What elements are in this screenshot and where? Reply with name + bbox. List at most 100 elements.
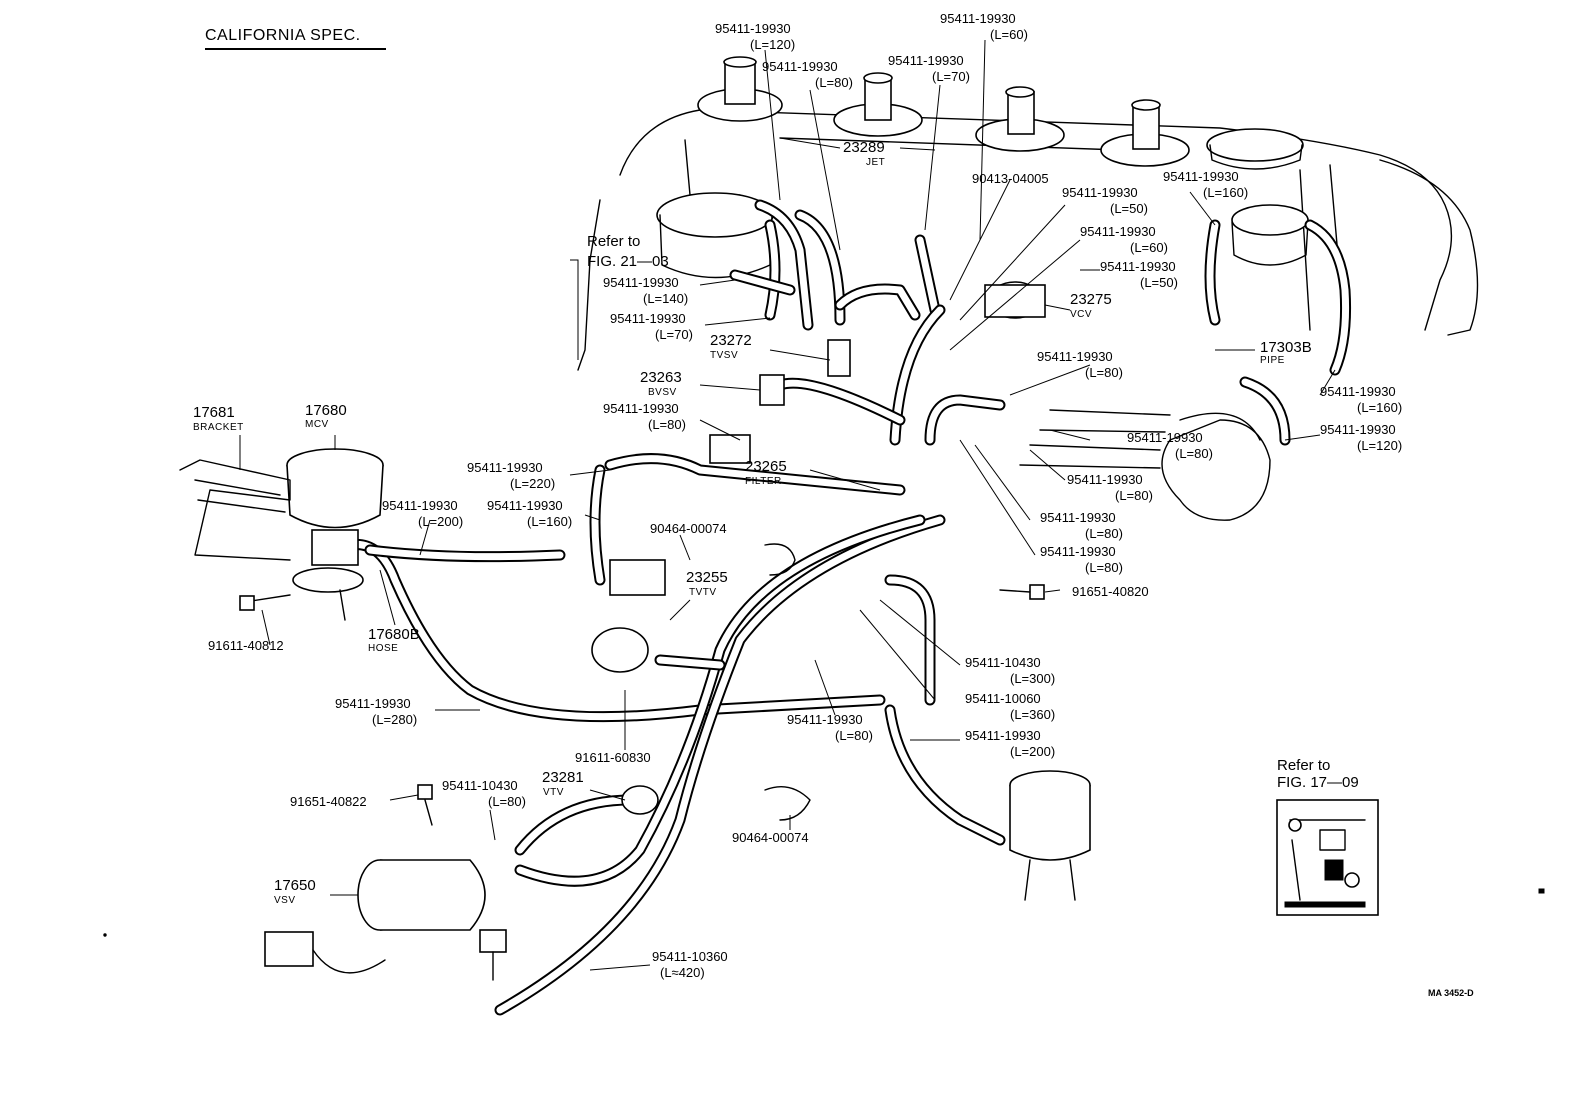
part-label-sub: (L=80) <box>1085 526 1123 541</box>
ref-fig-17-09-line2: FIG. 17—09 <box>1277 774 1359 791</box>
part-label-sub: HOSE <box>368 643 399 654</box>
part-label-sub: MCV <box>305 419 329 430</box>
part-label-sub: (L=300) <box>1010 671 1056 686</box>
part-label-sub: (L=80) <box>648 417 686 432</box>
vacuum-port-domes <box>656 56 1309 279</box>
part-label-no: 95411-19930 <box>610 311 686 326</box>
ref-fig-21-03-line1: Refer to <box>587 233 641 250</box>
part-label-sub: FILTER <box>745 476 782 487</box>
part-label-no: 95411-19930 <box>1040 544 1116 559</box>
part-label-sub: (L=280) <box>372 712 418 727</box>
part-label-sub: (L=50) <box>1110 201 1148 216</box>
part-label-sub: VSV <box>274 895 296 906</box>
part-label-sub: TVSV <box>710 350 739 361</box>
part-label-no: 95411-19930 <box>382 498 458 513</box>
engine-block-outline <box>577 109 1479 521</box>
part-label-no: 95411-19930 <box>1320 422 1396 437</box>
part-label-no: 95411-19930 <box>487 498 563 513</box>
part-label-no: 17680 <box>305 402 347 419</box>
ref-box-fig-17-09 <box>1276 799 1379 916</box>
part-label-sub: (L=120) <box>750 37 796 52</box>
part-label-no: 95411-19930 <box>1100 259 1176 274</box>
part-label-no: 95411-19930 <box>965 728 1041 743</box>
part-label-sub: JET <box>866 157 886 168</box>
part-label-no: 95411-19930 <box>1037 349 1113 364</box>
part-label-sub: (L=80) <box>1115 488 1153 503</box>
part-label-no: 95411-19930 <box>1163 169 1239 184</box>
part-label-no: 95411-10430 <box>965 655 1041 670</box>
part-label-no: 23265 <box>745 458 787 475</box>
part-label-sub: (L=80) <box>815 75 853 90</box>
part-label-no: 91611-40812 <box>208 638 284 653</box>
part-label-sub: (L=60) <box>990 27 1028 42</box>
part-label-sub: (L=80) <box>835 728 873 743</box>
part-label-no: 23275 <box>1070 291 1112 308</box>
part-label-no: 17681 <box>193 404 235 421</box>
part-label-sub: BVSV <box>648 387 677 398</box>
part-label-sub: PIPE <box>1260 355 1285 366</box>
part-label-no: 91651-40820 <box>1072 584 1149 599</box>
ref-fig-21-03-line2: FIG. 21—03 <box>587 253 669 270</box>
part-label-sub: (L=160) <box>527 514 573 529</box>
part-label-sub: (L=60) <box>1130 240 1168 255</box>
part-label-no: 95411-19930 <box>940 11 1016 26</box>
part-label-sub: (L=200) <box>1010 744 1056 759</box>
part-label-no: 95411-19930 <box>1067 472 1143 487</box>
part-label-no: 95411-10360 <box>652 949 728 964</box>
ref-bracket-fig-21-03 <box>570 259 579 360</box>
part-label-no: 95411-19930 <box>1080 224 1156 239</box>
part-label-no: 95411-19930 <box>467 460 543 475</box>
part-label-no: 95411-19930 <box>603 401 679 416</box>
part-label-sub: (L=80) <box>1085 365 1123 380</box>
part-label-no: 23263 <box>640 369 682 386</box>
part-label-no: 95411-19930 <box>762 59 838 74</box>
part-label-no: 91611-60830 <box>575 750 651 765</box>
part-label-sub: (L=200) <box>418 514 464 529</box>
part-label-sub: (L=80) <box>488 794 526 809</box>
part-label-no: 91651-40822 <box>290 794 367 809</box>
part-label-no: 95411-19930 <box>1320 384 1396 399</box>
part-label-no: 95411-19930 <box>1040 510 1116 525</box>
part-label-no: 17303B <box>1260 339 1312 356</box>
part-label-sub: (L=140) <box>643 291 689 306</box>
part-label-no: 95411-19930 <box>335 696 411 711</box>
part-label-no: 23272 <box>710 332 752 349</box>
part-label-sub: (L≈420) <box>660 965 705 980</box>
part-label-no: 90464-00074 <box>732 830 809 845</box>
leader-lines <box>239 39 1336 971</box>
vacuum-hoses <box>344 199 1352 1016</box>
drawing-code: MA 3452-D <box>1428 988 1474 998</box>
part-label-no: 95411-19930 <box>715 21 791 36</box>
part-label-sub: VTV <box>543 787 564 798</box>
part-label-sub: (L=220) <box>510 476 556 491</box>
components <box>103 281 1545 981</box>
part-label-no: 95411-10430 <box>442 778 518 793</box>
part-label-sub: (L=160) <box>1203 185 1249 200</box>
part-label-no: 90464-00074 <box>650 521 727 536</box>
part-label-no: 23289 <box>843 139 885 156</box>
ref-fig-17-09-line1: Refer to <box>1277 757 1331 774</box>
part-label-no: 17650 <box>274 877 316 894</box>
part-label-no: 23255 <box>686 569 728 586</box>
page-title: CALIFORNIA SPEC. <box>205 27 361 44</box>
part-label-no: 17680B <box>368 626 420 643</box>
part-label-no: 95411-19930 <box>603 275 679 290</box>
part-label-sub: (L=360) <box>1010 707 1056 722</box>
part-label-sub: (L=80) <box>1175 446 1213 461</box>
part-label-no: 23281 <box>542 769 584 786</box>
part-label-no: 95411-19930 <box>1062 185 1138 200</box>
part-label-sub: (L=120) <box>1357 438 1403 453</box>
part-label-sub: BRACKET <box>193 422 244 433</box>
part-label-sub: VCV <box>1070 309 1093 320</box>
part-label-sub: (L=50) <box>1140 275 1178 290</box>
part-label-sub: TVTV <box>689 587 717 598</box>
part-label-sub: (L=160) <box>1357 400 1403 415</box>
part-label-no: 95411-19930 <box>888 53 964 68</box>
part-label-no: 95411-19930 <box>1127 430 1203 445</box>
part-label-no: 95411-19930 <box>787 712 863 727</box>
part-label-no: 90413-04005 <box>972 171 1049 186</box>
part-label-sub: (L=80) <box>1085 560 1123 575</box>
part-label-sub: (L=70) <box>655 327 693 342</box>
